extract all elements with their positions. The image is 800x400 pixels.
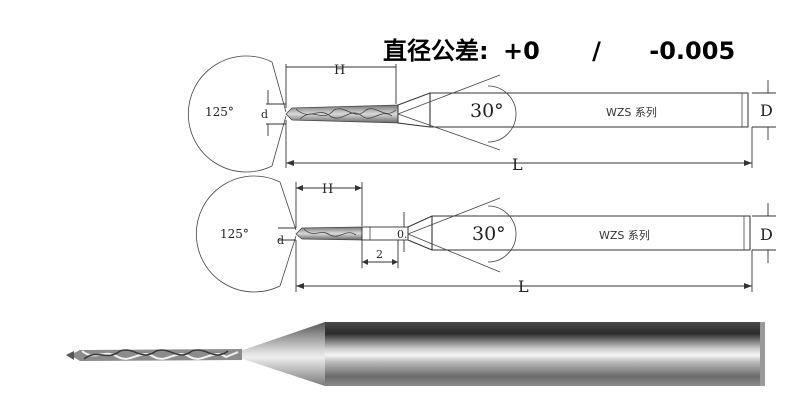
- top-shank-label: D: [760, 101, 773, 120]
- drill-product-render: [66, 322, 765, 386]
- tolerance-label: 直径公差:: [383, 37, 489, 65]
- top-diameter-label: d: [261, 108, 268, 121]
- bottom-tip-angle-arc: [195, 175, 281, 293]
- tolerance-separator: /: [592, 37, 601, 65]
- top-flute-length-label: H: [334, 63, 345, 78]
- tolerance-lower: -0.005: [649, 37, 736, 65]
- bottom-tip-angle-label: 125°: [220, 227, 249, 241]
- bottom-length-label: L: [518, 277, 529, 296]
- bottom-neck-length-label: 2: [376, 248, 383, 261]
- bottom-drill-drawing: 125° d H 0.3 2: [195, 175, 776, 296]
- top-series-label: WZS 系列: [606, 105, 657, 119]
- taper-section: [240, 322, 325, 386]
- top-tip-angle-arc: [187, 55, 273, 173]
- bottom-flute-length-label: H: [322, 182, 333, 197]
- bottom-series-label: WZS 系列: [599, 228, 650, 242]
- top-taper-angle-label: 30°: [470, 100, 504, 122]
- diameter-tolerance-heading: 直径公差: +0 / -0.005: [383, 34, 793, 68]
- top-tip-angle-label: 125°: [205, 105, 234, 119]
- bottom-taper-angle-label: 30°: [472, 223, 506, 245]
- bottom-diameter-label: d: [277, 234, 284, 247]
- top-drill-drawing: 125° d H 30° WZS 系列: [187, 55, 776, 174]
- shank-body: [325, 322, 765, 386]
- bottom-shank-label: D: [760, 225, 773, 244]
- tolerance-upper: +0: [502, 37, 540, 65]
- top-length-label: L: [512, 155, 523, 174]
